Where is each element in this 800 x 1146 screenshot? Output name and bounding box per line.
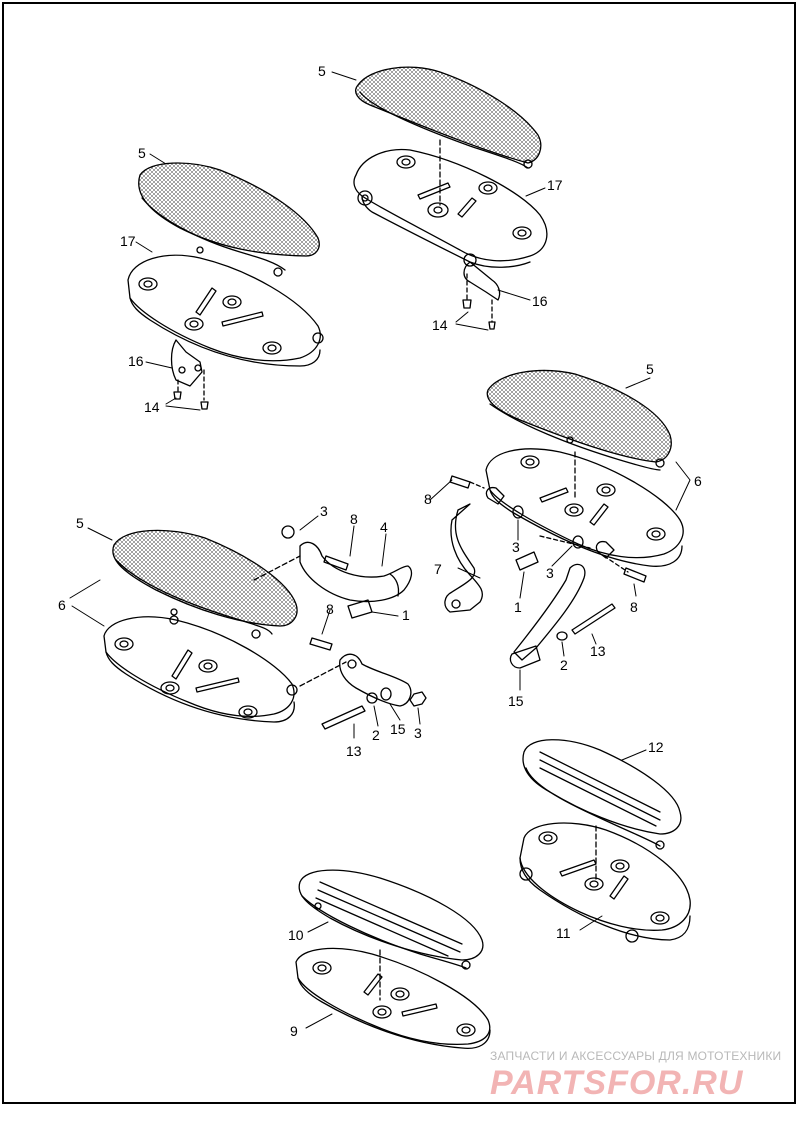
callout-14-a: 14 [432,317,448,333]
callout-8-c: 8 [424,491,432,507]
floorboard-pad-10 [298,869,484,970]
bushing-3-c1 [512,505,524,519]
floorboard-pad-top-left [138,162,320,277]
leader-lines [69,71,691,1029]
screw-14-b [173,391,209,410]
bracket-7 [444,503,484,613]
watermark-logo: PARTSFOR.RU [490,1064,744,1102]
floorboard-base-11 [519,822,691,943]
callout-3-b: 3 [414,725,422,741]
arm-4 [299,541,413,603]
spacer-1-c [515,551,539,571]
callout-9: 9 [290,1023,298,1039]
callout-10: 10 [288,927,304,943]
dash-line-b [177,369,205,401]
callout-8-a: 8 [350,511,358,527]
callout-1-a: 1 [402,607,410,623]
callout-15-a: 15 [390,721,406,737]
callout-12: 12 [648,739,664,755]
callout-3-d: 3 [546,565,554,581]
callout-11: 11 [556,925,571,941]
callout-8-d: 8 [630,599,638,615]
callout-7: 7 [434,561,442,577]
callout-6-b: 6 [58,597,66,613]
pin-8-d2 [309,637,333,651]
bolt-13-d [321,705,366,730]
floorboard-pad-12 [522,739,682,850]
callout-15-b: 15 [508,693,524,709]
bushing-15-d [380,687,392,701]
floorboard-base-mid-left [103,615,298,723]
callout-3-c: 3 [512,539,520,555]
callout-3-a: 3 [320,503,328,519]
callout-6-a: 6 [694,473,702,489]
callout-5-a: 5 [318,63,326,79]
dash-line-d [253,555,347,687]
screw-14-a [462,299,496,330]
bolt-13-c [571,603,616,635]
floorboard-pad-mid-right [486,369,672,471]
floorboard-base-top-left [127,254,324,367]
callout-4: 4 [380,519,388,535]
callout-17-b: 17 [120,233,136,249]
bushing-3-d1 [281,525,295,539]
nut-3-d [409,691,427,707]
pin-8-c1 [449,475,471,489]
floorboard-base-mid-right [485,448,684,567]
callout-1-b: 1 [514,599,522,615]
arm-15-right [509,563,586,669]
pin-8-c2 [623,567,647,583]
floorboard-base-top-right [353,148,548,301]
callout-8-b: 8 [326,601,334,617]
bushing-3-c2 [572,535,584,549]
callout-2-a: 2 [372,727,380,743]
callout-5-d: 5 [76,515,84,531]
callout-13-b: 13 [590,643,606,659]
dash-line-a2 [466,273,493,323]
washer-2-c [556,631,568,641]
spacer-1-d [347,599,373,619]
floorboard-pad-mid-left [112,529,298,639]
floorboard-pad-top-right [355,66,542,169]
callout-16-a: 16 [532,293,548,309]
arm-15-left [339,653,412,707]
callout-16-b: 16 [128,353,144,369]
washer-2-d [366,692,378,704]
callout-17-a: 17 [547,177,563,193]
callout-5-c: 5 [646,361,654,377]
callout-2-b: 2 [560,657,568,673]
callout-5-b: 5 [138,145,146,161]
pin-8-d1 [323,555,349,571]
callout-14-b: 14 [144,399,160,415]
bracket-16-left [170,339,203,387]
floorboard-base-9 [295,947,491,1050]
watermark-caption: ЗАПЧАСТИ И АКСЕССУАРЫ ДЛЯ МОТОТЕХНИКИ [490,1049,782,1063]
callout-13-a: 13 [346,743,362,759]
